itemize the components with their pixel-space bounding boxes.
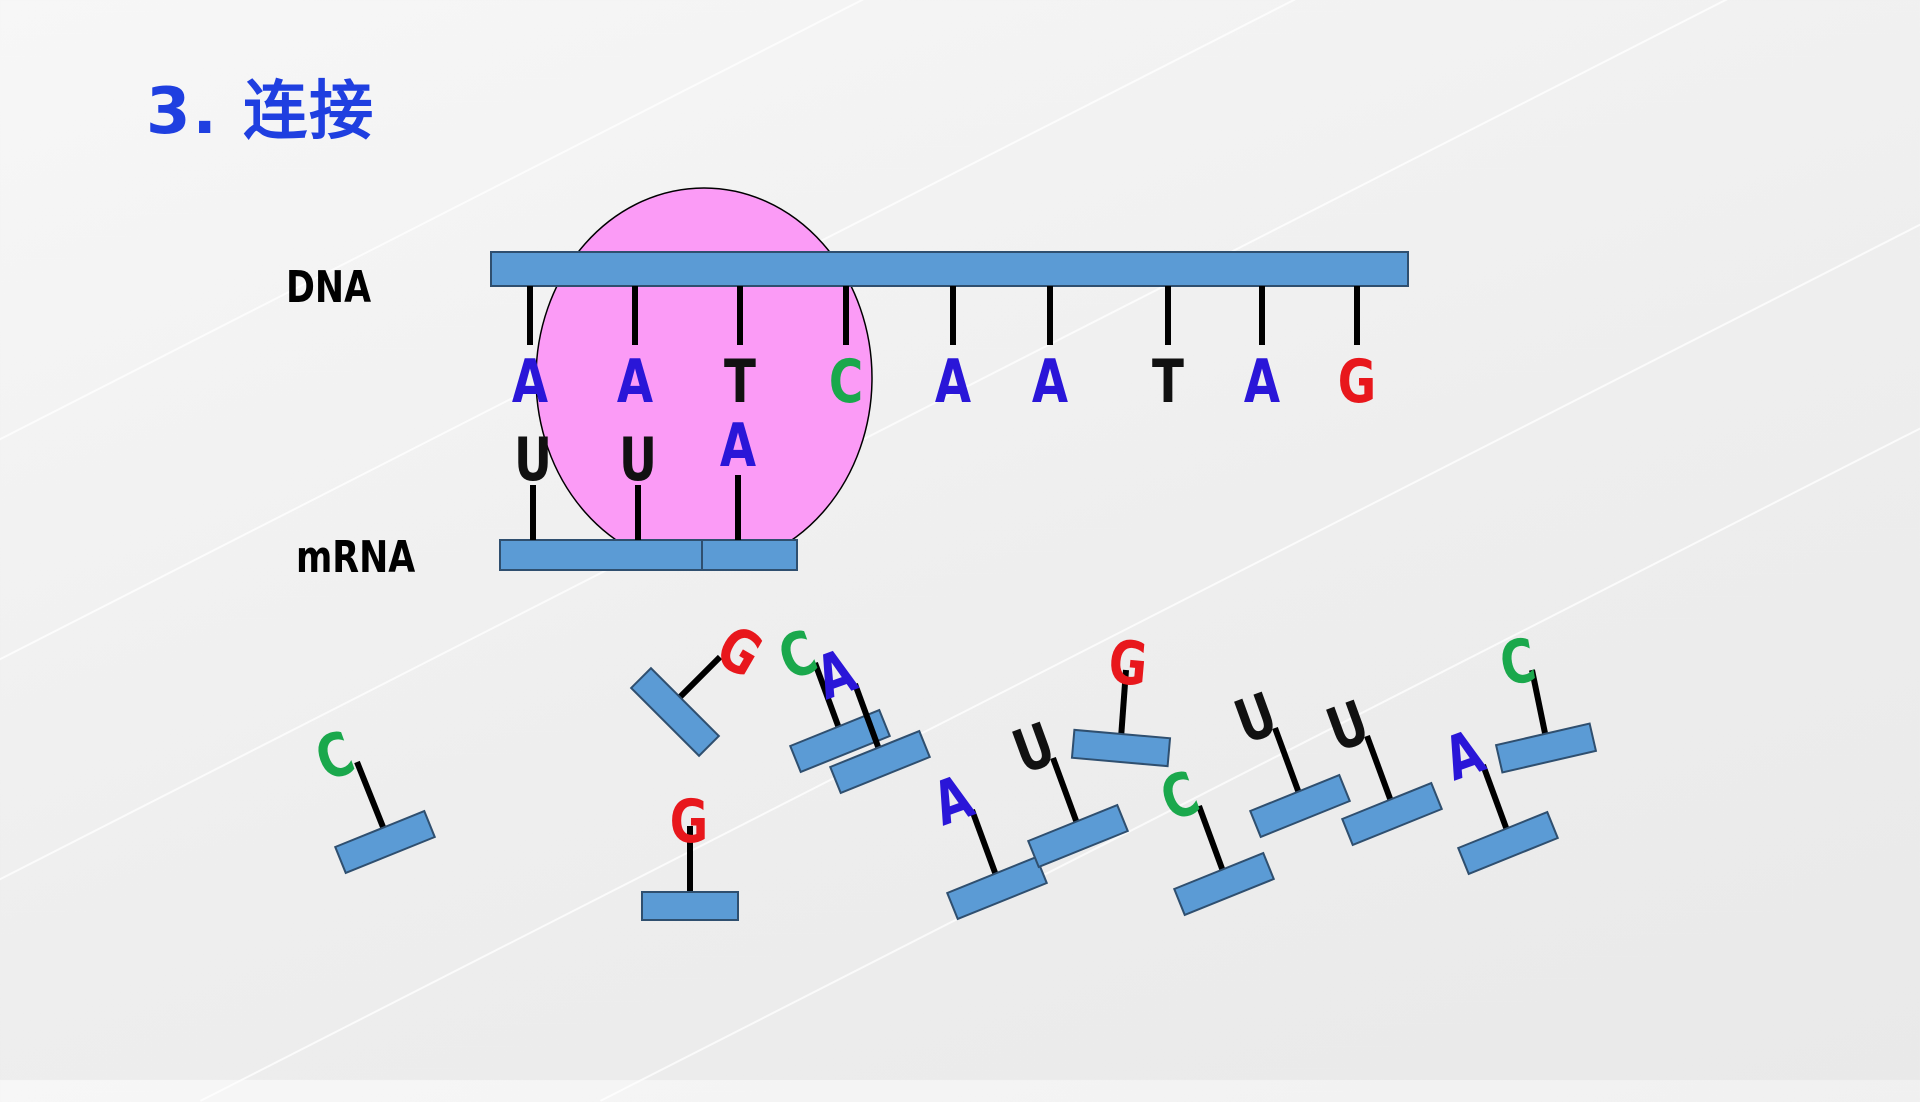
nucleotide-stem (354, 760, 388, 834)
nucleotide-base-letter: C (1152, 758, 1208, 836)
mrna-base-letter: U (514, 424, 552, 494)
nucleotide-base-letter: U (1318, 687, 1378, 766)
nucleotide-sugar-phosphate (945, 855, 1049, 921)
nucleotide-base-letter: U (1004, 709, 1064, 788)
nucleotide-stem (852, 682, 883, 754)
nucleotide-stem (1118, 669, 1129, 739)
free-nucleotide: G (641, 786, 739, 921)
mrna-backbone-segment (499, 539, 703, 571)
nucleotide-base-letter: G (1106, 627, 1150, 700)
dna-base-letter: G (1338, 346, 1376, 416)
dna-backbone (490, 251, 1409, 287)
mrna-base-letter: U (619, 424, 657, 494)
nucleotide-stem (969, 808, 1000, 880)
rna-polymerase (535, 187, 873, 569)
nucleotide-stem (1050, 756, 1081, 828)
nucleotide-sugar-phosphate (641, 891, 739, 921)
dna-label: DNA (286, 262, 372, 313)
nucleotide-base-letter: U (1226, 679, 1286, 758)
nucleotide-stem (812, 661, 843, 733)
dna-base-letter: A (1032, 346, 1069, 416)
dna-base-letter: A (512, 346, 549, 416)
free-nucleotide: C (1494, 625, 1598, 774)
mrna-backbone-segment (701, 539, 798, 571)
nucleotide-base-letter: G (705, 611, 773, 691)
nucleotide-sugar-phosphate (629, 666, 721, 758)
dna-base-letter: A (935, 346, 972, 416)
nucleotide-stem (1196, 804, 1227, 876)
dna-base-letter: T (1152, 346, 1184, 416)
free-nucleotide: A (807, 635, 932, 795)
nucleotide-sugar-phosphate (788, 708, 892, 774)
free-nucleotide: C (1152, 758, 1276, 917)
nucleotide-base-letter: C (307, 718, 363, 796)
nucleotide-sugar-phosphate (1248, 773, 1352, 839)
nucleotide-sugar-phosphate (1494, 722, 1598, 774)
free-nucleotide: G (629, 611, 774, 758)
free-nucleotide: G (1070, 627, 1172, 768)
nucleotide-sugar-phosphate (333, 809, 437, 875)
nucleotide-sugar-phosphate (1340, 781, 1444, 847)
dna-base-letter: A (617, 346, 654, 416)
nucleotide-stem (1480, 763, 1511, 835)
nucleotide-sugar-phosphate (1172, 851, 1276, 917)
nucleotide-stem (1364, 734, 1395, 806)
nucleotide-base-letter: G (670, 786, 708, 856)
dna-base-letter: A (1244, 346, 1281, 416)
nucleotide-sugar-phosphate (1026, 803, 1130, 869)
nucleotide-base-letter: A (924, 761, 982, 840)
free-nucleotide: U (1318, 687, 1444, 847)
nucleotide-base-letter: A (1435, 716, 1493, 795)
free-nucleotide: C (307, 718, 437, 875)
nucleotide-sugar-phosphate (828, 729, 932, 795)
slide-title: 3. 连接 (146, 75, 376, 149)
nucleotide-base-letter: C (1495, 625, 1541, 700)
free-nucleotide: U (1226, 679, 1352, 839)
dna-base-letter: T (724, 346, 756, 416)
nucleotide-stem (1272, 726, 1303, 798)
nucleotide-sugar-phosphate (1456, 810, 1560, 876)
nucleotide-stem (672, 654, 723, 705)
mrna-label: mRNA (296, 532, 416, 583)
nucleotide-sugar-phosphate (1070, 728, 1172, 768)
dna-base-letter: C (829, 346, 863, 416)
nucleotide-stem (1529, 669, 1549, 739)
mrna-base-letter: A (720, 410, 757, 480)
